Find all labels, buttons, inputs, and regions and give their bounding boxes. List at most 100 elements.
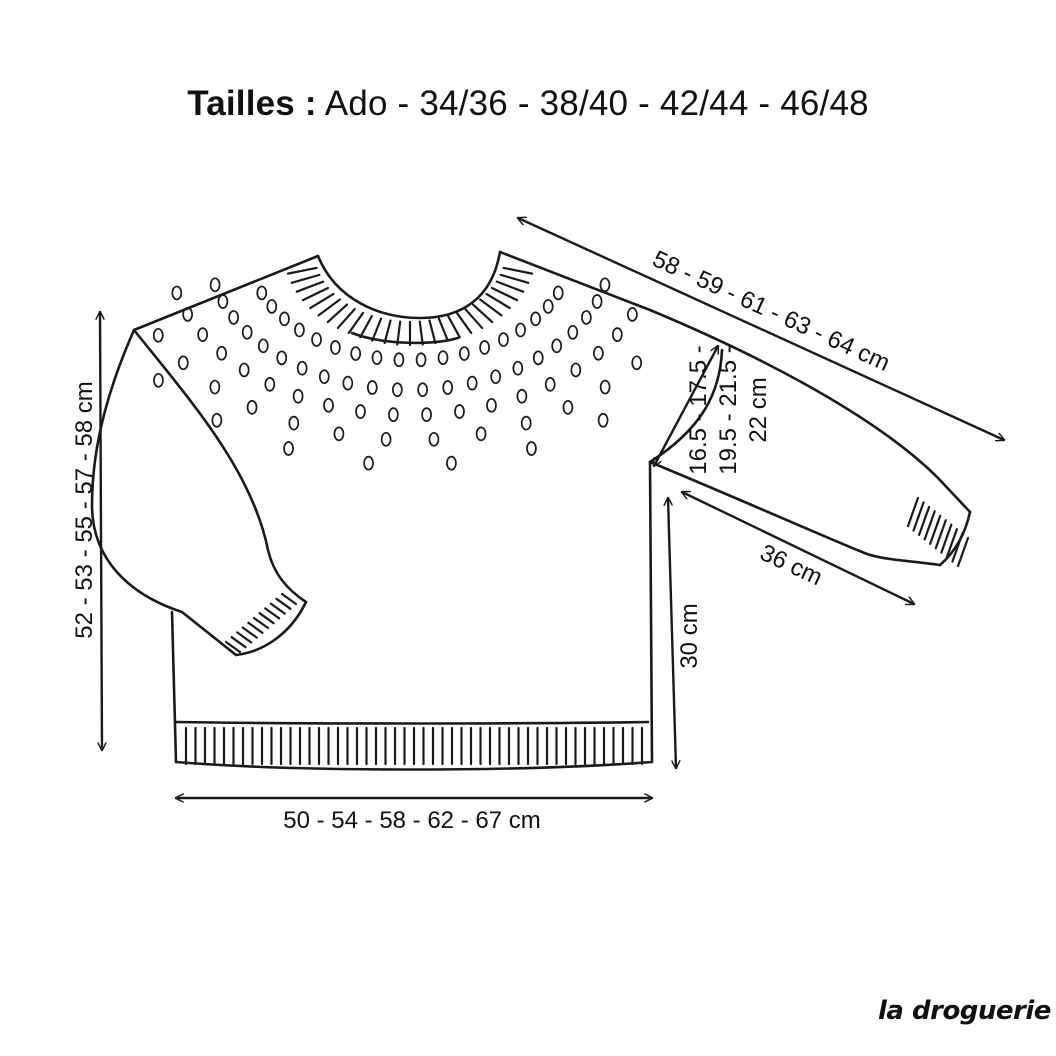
cuff-rib: [275, 597, 292, 610]
yoke-dot: [393, 352, 405, 368]
yoke-dot: [530, 311, 541, 327]
yoke-dot: [626, 307, 638, 322]
yoke-dot: [182, 307, 194, 322]
yoke-dot: [542, 299, 554, 314]
sizes-list: Ado - 34/36 - 38/40 - 42/44 - 46/48: [324, 84, 869, 123]
yoke-dot: [516, 388, 528, 404]
yoke-dot: [446, 455, 457, 471]
yoke-dot: [515, 322, 526, 338]
yoke-dot: [366, 380, 378, 395]
cuff-rib: [264, 607, 281, 620]
neck-rib: [464, 307, 484, 330]
cuff-rib: [951, 532, 964, 563]
la-droguerie-logo: la droguerie: [878, 996, 1051, 1026]
yoke-dot: [211, 412, 223, 428]
yoke-dot: [256, 285, 268, 301]
yoke-dot: [257, 338, 269, 354]
yoke-pattern: [152, 277, 643, 471]
yoke-dot: [153, 372, 164, 388]
neck-rib: [317, 298, 342, 317]
yoke-dot: [152, 327, 164, 343]
neck-rib: [495, 280, 525, 293]
cuff-rib: [956, 536, 970, 568]
yoke-dot: [333, 426, 345, 442]
neck-rib: [428, 319, 437, 345]
neck-rib: [455, 311, 473, 335]
yoke-dot: [296, 360, 308, 376]
yoke-dot: [570, 362, 582, 378]
cuff-rib: [236, 631, 253, 644]
yoke-dot: [209, 277, 221, 293]
body-length-label: 30 cm: [676, 603, 703, 668]
yoke-dot: [421, 407, 432, 422]
total-length-label: 52 - 53 - 55 - 57 - 58 cm: [71, 381, 98, 638]
yoke-dot: [342, 375, 354, 391]
yoke-dot: [283, 441, 294, 456]
neck-rib: [326, 303, 349, 324]
neck-rib: [359, 315, 373, 339]
yoke-dot: [350, 346, 362, 361]
yoke-dot: [490, 369, 502, 385]
neck-rib: [490, 286, 519, 302]
yoke-dot: [197, 327, 209, 342]
yoke-dot: [217, 294, 229, 309]
yoke-dot: [599, 277, 611, 293]
armhole-depth-arrow: [652, 346, 720, 466]
yoke-dot: [246, 399, 258, 415]
cuff-rib: [230, 636, 247, 649]
yoke-dot: [294, 322, 305, 338]
cuff-rib: [252, 616, 270, 630]
yoke-dot: [442, 380, 454, 395]
yoke-dot: [520, 415, 532, 431]
yoke-dot: [562, 399, 574, 415]
yoke-dot: [526, 441, 537, 456]
neck-rib: [286, 266, 318, 275]
yoke-dot: [171, 285, 183, 301]
yoke-dot: [567, 324, 579, 340]
neck-rib: [485, 292, 511, 310]
armhole-label-line2: 19.5 - 21.5 -: [715, 345, 742, 474]
yoke-dot: [486, 397, 497, 413]
neck-rib: [447, 315, 461, 339]
yoke-dot: [532, 350, 544, 366]
cuff-rib: [224, 640, 242, 654]
neck-rib: [290, 273, 321, 284]
yoke-dot: [498, 332, 509, 347]
neck-rib: [499, 273, 530, 284]
yoke-dot: [311, 332, 322, 347]
yoke-dot: [428, 431, 440, 447]
yoke-dot: [475, 426, 487, 442]
cuff-rib: [241, 626, 258, 639]
cuff-rib: [258, 612, 275, 625]
sizes-title: Tailles : Ado - 34/36 - 38/40 - 42/44 - …: [0, 84, 1056, 124]
total-length-arrow: [100, 310, 102, 752]
yoke-dot: [330, 340, 341, 355]
cuff-rib: [918, 505, 931, 536]
yoke-dot: [276, 350, 288, 366]
neck-rib: [396, 320, 402, 346]
body-length-arrow: [668, 496, 676, 770]
yoke-dot: [209, 379, 221, 395]
yoke-dot: [238, 362, 250, 378]
cuff-rib: [923, 510, 936, 541]
yoke-dot: [279, 311, 290, 327]
yoke-dot: [177, 355, 189, 371]
yoke-dot: [292, 388, 304, 404]
ribbing: [184, 266, 970, 766]
neck-rib: [295, 280, 325, 293]
cuff-rib: [940, 523, 953, 554]
yoke-dot: [591, 294, 603, 309]
cuff-rib: [280, 592, 298, 606]
neck-rib: [336, 307, 356, 330]
yoke-dot: [392, 382, 403, 398]
yoke-dot: [466, 375, 478, 391]
yoke-dot: [417, 382, 428, 398]
yoke-dot: [228, 310, 239, 325]
neck-rib: [478, 298, 503, 317]
neck-rib: [437, 317, 449, 342]
cuff-rib: [269, 602, 286, 615]
yoke-dot: [544, 377, 556, 392]
yoke-dot: [266, 299, 278, 314]
yoke-dot: [318, 369, 330, 385]
